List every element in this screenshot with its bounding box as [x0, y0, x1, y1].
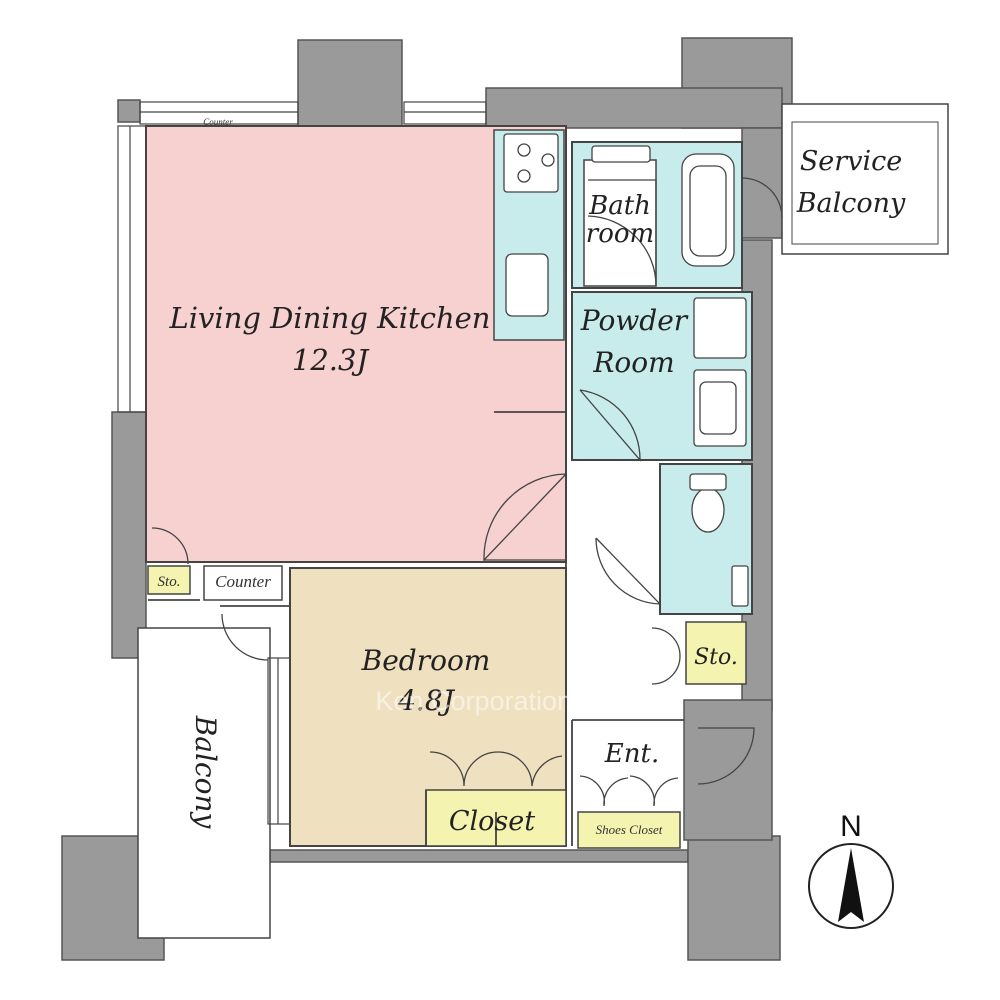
counter-left-box — [203, 565, 283, 601]
windows — [117, 101, 487, 825]
service-balcony-inner — [791, 121, 939, 245]
wall-bottom — [269, 849, 689, 863]
wall-left-middle — [111, 411, 147, 659]
shoes-closet-label: Shoes Closet — [596, 822, 663, 837]
closet-label: Closet — [449, 806, 535, 837]
stove — [503, 133, 559, 193]
bath-line1: Bath — [588, 191, 651, 221]
storage-right — [685, 621, 747, 685]
toilet-bowl — [691, 487, 725, 533]
toilet-sink — [731, 565, 749, 607]
powder-line1: Powder — [580, 304, 689, 337]
balcony-area — [137, 627, 271, 939]
balcony-label: Balcony — [189, 715, 222, 830]
shoes-closet — [577, 811, 681, 849]
north-compass: N — [808, 810, 894, 929]
storage-right-label: Sto. — [694, 645, 738, 670]
bedroom-name: Bedroom — [361, 644, 491, 677]
service-balcony-line2: Balcony — [796, 188, 906, 219]
counter-top-label: Counter — [203, 117, 233, 127]
bath-vanity — [591, 145, 651, 163]
storage-left-label: Sto. — [158, 574, 181, 590]
service-balcony-line1: Service — [800, 146, 902, 177]
ldk-name: Living Dining Kitchen — [169, 301, 491, 335]
compass-label: N — [840, 810, 862, 843]
storage-left — [147, 565, 191, 595]
entrance-label: Ent. — [604, 739, 659, 769]
wall-bottom-right-step — [683, 699, 773, 841]
bath-line2: room — [586, 219, 654, 249]
washing-machine-pan — [693, 297, 747, 359]
counter-left-label: Counter — [215, 572, 271, 591]
fixtures — [503, 133, 749, 607]
wall-top-right-segment — [485, 87, 783, 129]
partitions — [148, 411, 684, 846]
watermark: Ken Corporation Ltd. — [375, 686, 624, 716]
column-bottom-right — [687, 835, 781, 961]
powder-sink — [693, 369, 747, 447]
bedroom-size: 4.8J — [397, 684, 456, 717]
bathtub — [681, 153, 735, 267]
door-swings — [151, 177, 783, 807]
bath-dry-area — [583, 159, 657, 287]
wall-left-top — [117, 99, 141, 123]
kitchen-sink — [505, 253, 549, 317]
powder-line2: Room — [592, 346, 674, 379]
compass-arrow-icon — [838, 848, 864, 922]
ldk-size: 12.3J — [292, 343, 370, 377]
